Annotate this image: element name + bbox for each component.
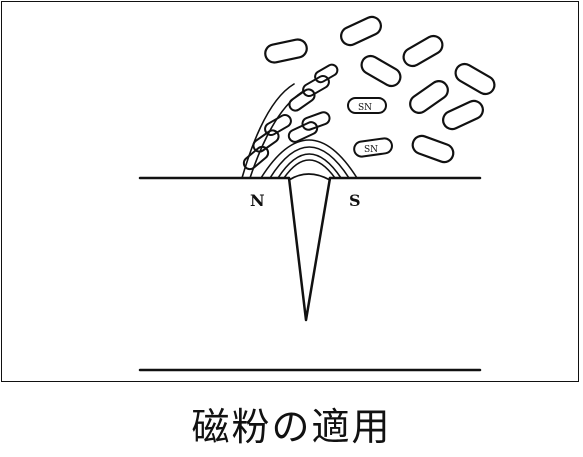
- figure-caption: 磁粉の適用: [191, 405, 392, 449]
- crack-top-arc: [288, 173, 331, 181]
- labelled-particles: [347, 97, 393, 158]
- particle-label-1: SN: [358, 103, 372, 113]
- diagram-frame: N S SN SN: [1, 1, 579, 382]
- crack-defect: [287, 176, 332, 322]
- leakage-flux-lines: [241, 83, 358, 179]
- particle-label-2: SN: [364, 145, 378, 155]
- particle-chain-left: [242, 63, 339, 171]
- loose-particles: [264, 15, 496, 164]
- particle-chain-center: [287, 111, 331, 143]
- pole-label-south: S: [349, 191, 361, 210]
- pole-label-north: N: [250, 191, 265, 210]
- magnetic-particle-diagram: N S SN SN: [138, 15, 496, 372]
